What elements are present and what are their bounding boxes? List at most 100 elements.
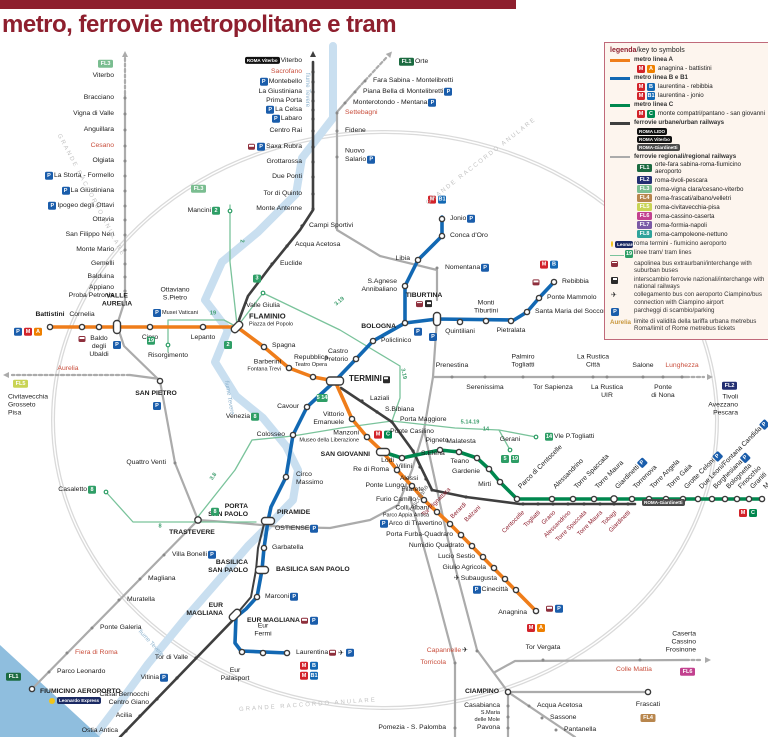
station-label: Castro Pretorio [324, 347, 348, 363]
station-tick [638, 658, 642, 662]
fl5-aurelia [128, 373, 162, 381]
interchange-marker [228, 608, 242, 622]
station-marker [199, 323, 207, 331]
line-arrow [310, 51, 316, 57]
station-tick [311, 160, 315, 164]
station-label: Monte Mario [76, 245, 114, 253]
legend-item-label: interscambio ferrovie nazionali/intercha… [634, 275, 765, 290]
badge-b1: B1 [310, 671, 318, 680]
badge-p: P [113, 341, 121, 349]
station-label: BASILICA SAN PAOLO [208, 558, 248, 574]
station-tick [285, 244, 289, 248]
sea [0, 645, 100, 737]
station-marker [482, 317, 490, 325]
station-tick [612, 502, 616, 506]
tram-prenestina [391, 420, 537, 438]
station-tick [117, 598, 121, 602]
badge-p: P [160, 673, 168, 682]
badge-m: M [637, 82, 645, 91]
station-label: Teano [450, 457, 469, 465]
badge-fl4: FL4 [637, 194, 652, 203]
badge-t3: 3 [253, 274, 261, 283]
tram-trastevere [196, 420, 393, 519]
legend-item-label: roma termini - fiumicino aeroporto [634, 239, 727, 247]
station-label: Lucio Sestio [437, 552, 475, 560]
map-badge: Leonardo Express [48, 697, 102, 705]
interchange-marker [112, 319, 122, 335]
station-tick [453, 726, 457, 730]
station-tick [138, 714, 142, 718]
station-label: Ottavia [92, 215, 114, 223]
station-label: 8 [158, 523, 162, 530]
station-label: Euclide [280, 259, 303, 267]
station-marker [644, 688, 652, 696]
station-label: Colli Albani Parco Appia Antica [382, 504, 429, 519]
station-tick [311, 99, 315, 103]
tram-stop-marker [103, 489, 109, 495]
station-tick [483, 375, 487, 379]
station-marker [532, 607, 540, 615]
badge-p: P [208, 550, 217, 559]
tram-stop-marker [507, 447, 513, 453]
station-tick [123, 233, 127, 237]
station-tick [411, 449, 415, 453]
station-marker [485, 465, 493, 473]
station-tick [123, 128, 127, 132]
station-label: Re di Roma [353, 465, 389, 473]
station-label: Lunghezza [665, 361, 699, 369]
station-label: Magliana [148, 574, 176, 582]
station-label: Eur Fermi [254, 622, 272, 638]
station-tick [138, 577, 142, 581]
station-label: Ponte di Nona [651, 384, 675, 400]
station-tick [598, 502, 602, 506]
tram-gerani [498, 429, 511, 451]
station-label: 2 [238, 239, 245, 243]
badge-t8: 8 [211, 507, 219, 516]
station-label: Centro Rai [269, 126, 303, 134]
station-marker [352, 355, 360, 363]
badge-a: A [647, 64, 655, 73]
badge-t514: 5 14 [316, 394, 328, 402]
station-tick [123, 275, 127, 279]
station-tick [430, 488, 434, 492]
station-label: TIBURTINA [405, 291, 443, 299]
badge-p: P [611, 308, 619, 317]
badge-p: P [481, 263, 490, 272]
bus-icon [329, 649, 337, 656]
line-arrow [3, 372, 9, 378]
interchange-marker [375, 447, 391, 457]
station-label: Muratella [127, 595, 155, 603]
legend-item: ferrovie regionali/regional railways [610, 153, 768, 160]
station-tick [360, 399, 364, 403]
station-tick [541, 658, 545, 662]
station-label: S.Elena [421, 449, 445, 457]
badge-fl6: FL6 [637, 212, 652, 221]
station-label: Furio Camillo [375, 495, 416, 503]
legend-title: legenda/key to symbols [610, 47, 685, 54]
station-tick [65, 651, 69, 655]
station-label: La Rustica Città [576, 353, 610, 369]
station-label: Tor di Valle [154, 653, 188, 661]
station-marker [468, 542, 476, 550]
station-marker [523, 308, 531, 316]
station-label: Lepanto [190, 334, 216, 341]
station-tick [123, 189, 127, 193]
badge-a: A [34, 327, 42, 336]
station-label: Pietralata [496, 327, 526, 334]
station-marker [285, 364, 293, 372]
station-label: Pavona [476, 723, 500, 731]
station-label: Mirti [478, 480, 491, 488]
